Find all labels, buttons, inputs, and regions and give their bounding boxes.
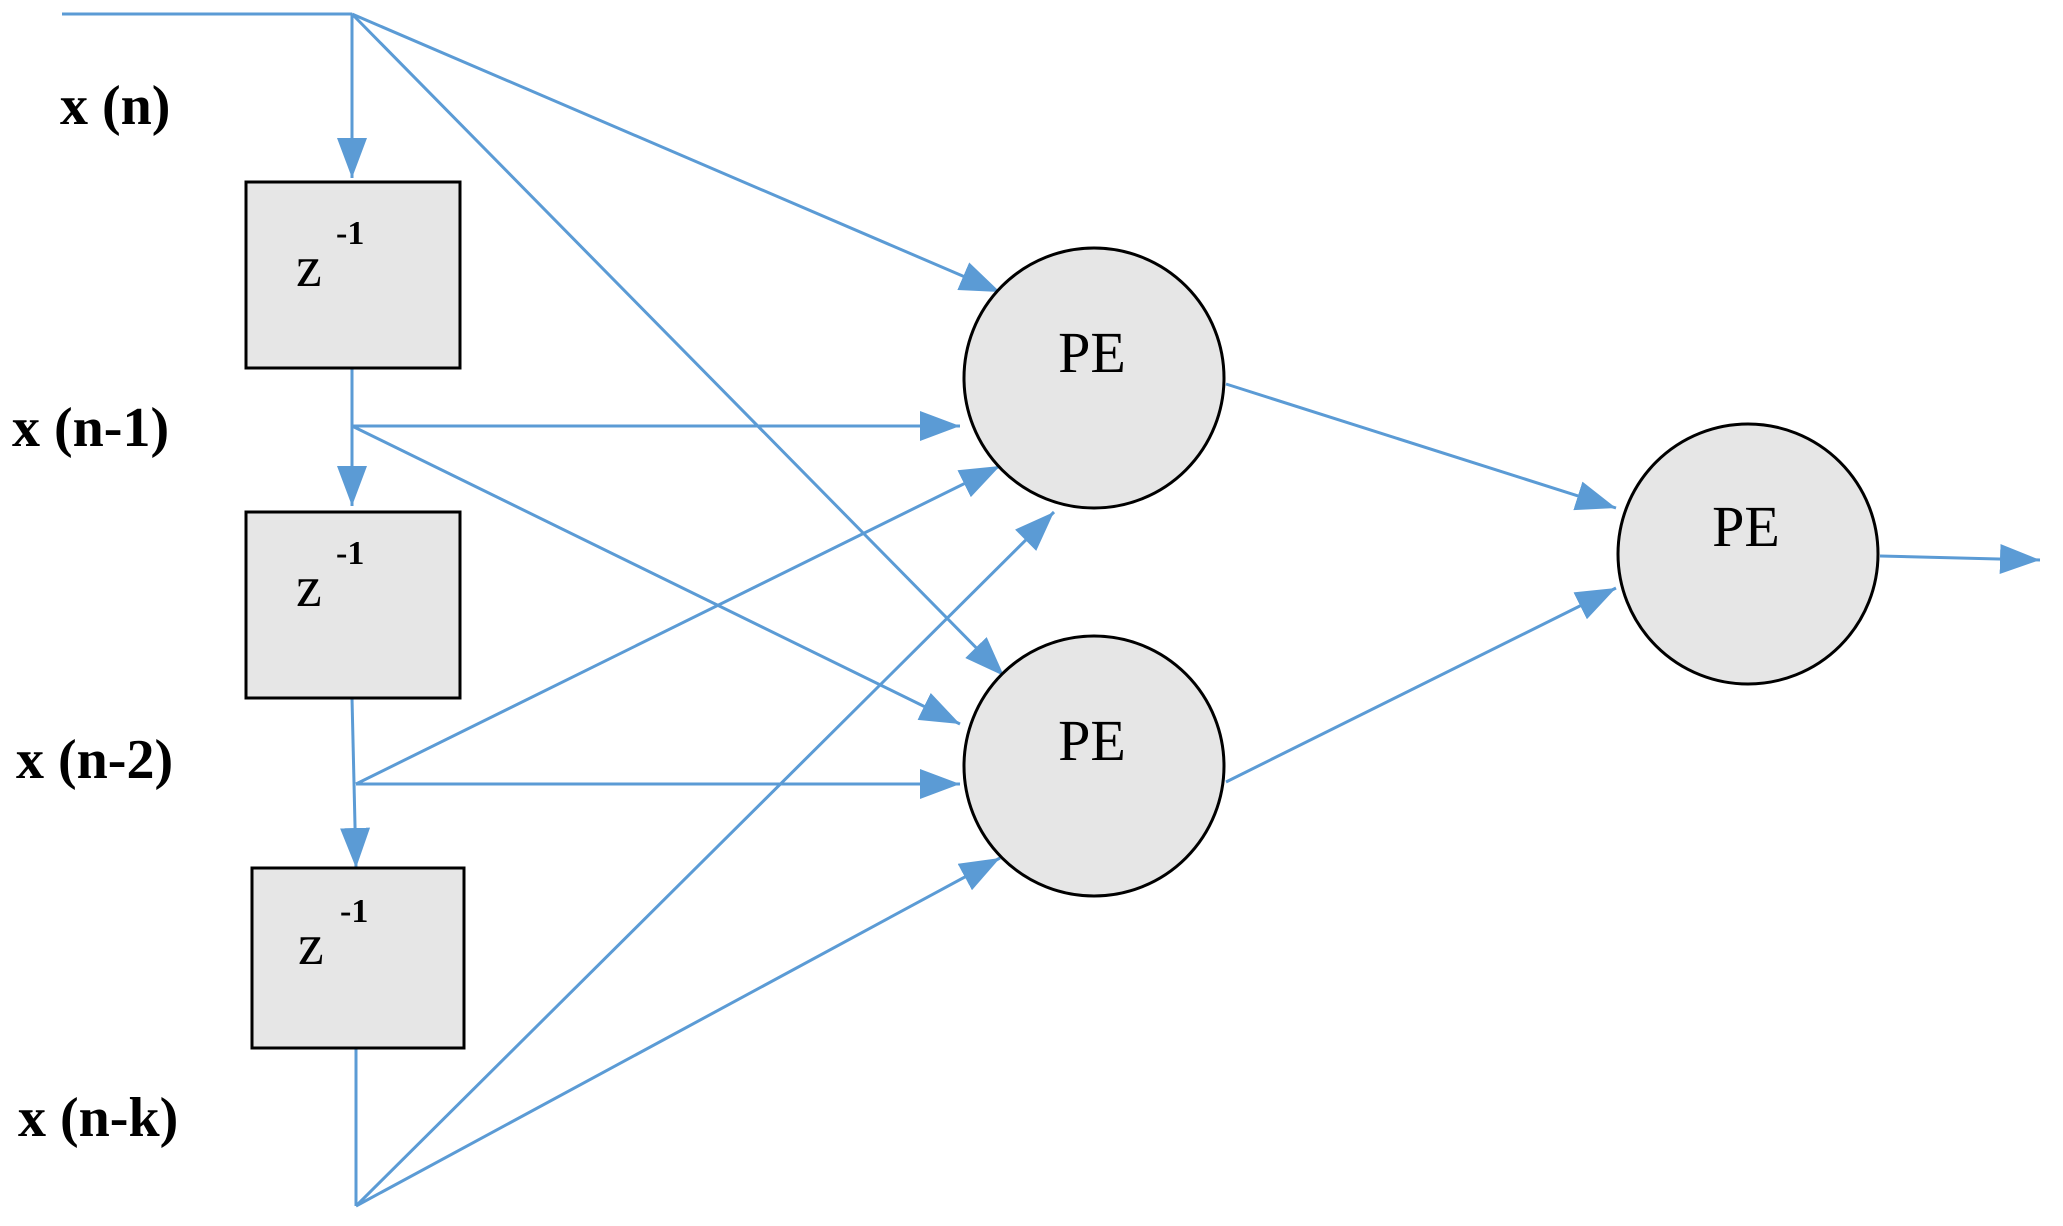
- delay-z: z: [296, 554, 322, 619]
- delay-box: [244, 180, 462, 370]
- conn-xnk-to-pe-bottom: [355, 856, 1001, 1208]
- conn-xn-to-pe-bottom: [350, 12, 1006, 678]
- delay-exponent: -1: [336, 535, 364, 572]
- pe-label: PE: [1058, 708, 1126, 773]
- label-x-n-2: x (n-2): [16, 729, 173, 791]
- pe-circle: [962, 634, 1226, 898]
- label-x-n-1: x (n-1): [12, 397, 169, 459]
- conn-pe-bottom-to-output: [1225, 586, 1617, 784]
- pe-label: PE: [1058, 320, 1126, 385]
- conn-xn-to-pe-top: [351, 12, 1001, 294]
- input-labels: x (n) x (n-1) x (n-2) x (n-k): [12, 75, 178, 1149]
- delay-block-1: z -1: [244, 180, 462, 370]
- pe-node-hidden-top: PE: [962, 246, 1226, 510]
- delay-exponent: -1: [336, 215, 364, 252]
- delay-block-3: z -1: [250, 866, 466, 1050]
- label-x-n: x (n): [60, 75, 170, 137]
- pe-label: PE: [1712, 494, 1780, 559]
- conn-pe-top-to-output: [1225, 382, 1617, 511]
- delay-chain-arrow-3: [340, 697, 371, 869]
- pe-circle: [962, 246, 1226, 510]
- conn-xn2-to-pe-top: [355, 464, 1001, 786]
- delay-z: z: [298, 912, 324, 977]
- label-x-n-k: x (n-k): [18, 1087, 178, 1149]
- delay-box: [244, 510, 462, 700]
- connections: [62, 12, 2041, 1208]
- delay-block-2: z -1: [244, 510, 462, 700]
- delay-z: z: [296, 234, 322, 299]
- pe-node-output: PE: [1616, 422, 1880, 686]
- output-arrow: [1879, 544, 2041, 574]
- conn-xn1-to-pe-bottom: [351, 424, 961, 726]
- pe-circle: [1616, 422, 1880, 686]
- delay-exponent: -1: [340, 893, 368, 930]
- conn-xnk-to-pe-top: [354, 510, 1056, 1208]
- delay-box: [250, 866, 466, 1050]
- pe-node-hidden-bottom: PE: [962, 634, 1226, 898]
